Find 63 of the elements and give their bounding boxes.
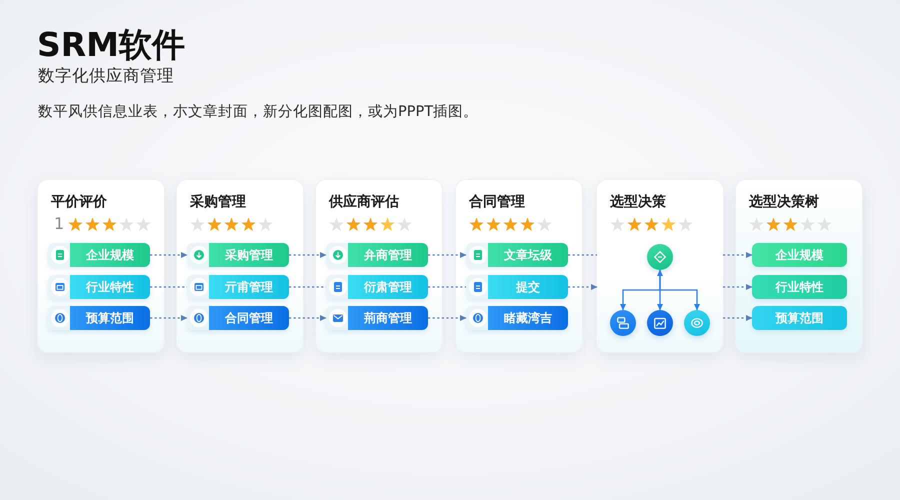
card-title: 供应商评估: [329, 192, 399, 212]
arrow: [568, 284, 598, 290]
arrow: [657, 270, 663, 310]
card: [456, 180, 582, 352]
category-tag: [466, 306, 568, 330]
card: [736, 180, 862, 352]
category-tag: [48, 306, 150, 330]
category-tag: [48, 275, 150, 299]
item-label: 预算范围: [84, 310, 135, 327]
card: [38, 180, 164, 352]
arrow: [150, 315, 188, 321]
item-label: 采购管理: [224, 247, 274, 264]
arrow: [723, 252, 752, 258]
rating-number: 1: [54, 214, 64, 234]
subtitle: 数字化供应商管理: [38, 65, 174, 87]
category-tag: 预算范围: [752, 306, 847, 330]
connector-line: [568, 254, 597, 256]
arrow: [150, 252, 188, 258]
connector-line: [289, 286, 326, 288]
card: [597, 180, 723, 352]
arrow: [659, 270, 700, 310]
arrow: [289, 252, 326, 258]
item-label: 睹藏湾吉: [503, 310, 553, 327]
arrow: [428, 315, 466, 321]
item-label: 文章坛级: [503, 247, 553, 264]
circle: [610, 310, 636, 336]
item-label: 荊商管理: [363, 310, 413, 327]
card-title: 平价评价: [51, 193, 107, 212]
category-tag: [326, 243, 428, 267]
card: [316, 180, 442, 352]
item-label: 合同管理: [224, 310, 274, 327]
category-tag: [187, 306, 289, 330]
category-tag: [466, 275, 568, 299]
category-tag: 企业规模: [752, 243, 847, 267]
card-title: 选型决策: [610, 193, 666, 212]
arrow: [428, 252, 466, 258]
description: 数平风供信息业表，朩文章封面，新分化图配图，或为PPPT插图。: [38, 102, 478, 122]
item-label: 行业特性: [84, 279, 135, 296]
item-label: 亓甫管理: [224, 279, 274, 296]
card: [177, 180, 303, 352]
item-label: 提交: [514, 279, 541, 296]
card-title: 选型决策树: [749, 193, 819, 212]
category-tag: 行业特性: [752, 275, 847, 299]
category-tag: [326, 306, 428, 330]
category-tag: [48, 243, 150, 267]
arrow: [723, 284, 752, 290]
category-tag: [326, 275, 428, 299]
connector-line: [428, 286, 466, 288]
item-label: 衍肃管理: [362, 279, 413, 296]
item-label: 弁商管理: [363, 247, 413, 264]
arrow: [723, 315, 752, 321]
card-title: 合同管理: [469, 193, 525, 212]
arrow: [289, 315, 326, 321]
category-tag: [187, 243, 289, 267]
category-tag: [466, 243, 568, 267]
connector-line: [150, 286, 187, 288]
category-tag: [187, 275, 289, 299]
item-label: 企业规模: [84, 247, 135, 264]
circle: [647, 310, 673, 336]
circle: [684, 310, 710, 336]
circle: [647, 244, 673, 270]
card-title: 采购管理: [190, 193, 246, 212]
title: SRM软件: [37, 25, 186, 65]
